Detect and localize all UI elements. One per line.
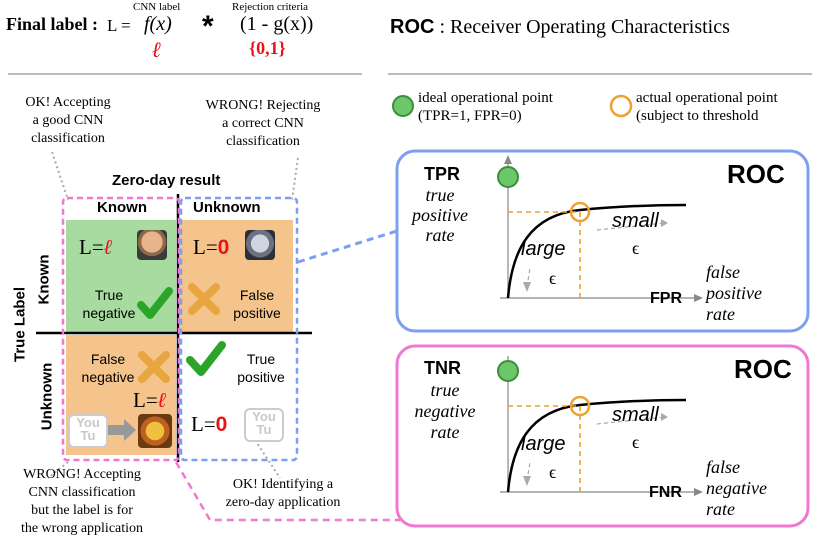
callout-ok-accept <box>51 151 69 201</box>
zero-day-heading: Zero-day result <box>112 172 221 189</box>
roc-top-eps-small: ϵ <box>632 238 640 258</box>
roc-top-eps-large: ϵ <box>549 268 557 288</box>
unknown-column-box <box>179 196 299 462</box>
roc-bottom-x-abbr: FNR <box>649 484 682 501</box>
roc-bottom-panel <box>395 344 810 528</box>
roc-top-title: ROC <box>727 159 785 189</box>
roc-bottom-small: small <box>612 404 659 426</box>
formula-set: {0,1} <box>249 38 286 58</box>
connector-to-roc-bottom <box>174 461 400 522</box>
known-app-face-fp <box>245 230 275 260</box>
formula-fx: f(x) <box>144 13 172 35</box>
roc-top-y-abbr: TPR <box>424 164 460 184</box>
row-unknown: Unknown <box>38 362 56 431</box>
connector-to-roc-top <box>297 228 401 264</box>
formula-gx: (1 - g(x)) <box>240 13 314 35</box>
roc-top-small: small <box>612 210 659 232</box>
note-ok-identifying: OK! Identifying a zero-day application <box>225 477 341 510</box>
roc-bottom-x-full: false negative rate <box>706 457 767 519</box>
tn-text: True negative <box>82 287 136 321</box>
legend-ideal-text: ideal operational point (TPR=1, FPR=0) <box>418 90 553 124</box>
roc-top-panel <box>395 149 810 333</box>
fp-label: L=0 <box>193 235 230 259</box>
callout-wrong-reject <box>291 157 299 201</box>
cross-icon-false-positive <box>188 283 220 315</box>
unknown-app-logo-tp: You Tu <box>244 408 284 442</box>
roc-bottom-title: ROC <box>734 354 792 384</box>
tn-label: L=ℓ <box>79 235 113 259</box>
roc-top-x-full: false positive rate <box>706 262 762 324</box>
arrow-icon <box>104 419 136 441</box>
rejection-caption: Rejection criteria <box>232 1 309 13</box>
formula-lhs: L = <box>107 16 131 35</box>
check-icon-true-negative <box>137 287 173 319</box>
roc-bottom-large: large <box>521 433 566 455</box>
fn-label: L=ℓ <box>133 388 167 412</box>
unknown-app-logo-fn: You Tu <box>68 414 108 448</box>
column-known: Known <box>97 199 147 216</box>
column-unknown: Unknown <box>193 199 261 216</box>
note-wrong-accepting: WRONG! Accepting CNN classification but … <box>20 467 144 536</box>
fn-text: False negative <box>81 351 135 385</box>
legend-actual-text: actual operational point (subject to thr… <box>636 90 778 124</box>
misclassified-app-face <box>138 414 172 448</box>
legend-actual-marker <box>609 94 633 118</box>
roc-bottom-chart <box>497 356 703 496</box>
tp-label: L=0 <box>191 412 228 436</box>
legend-ideal-marker <box>392 95 414 117</box>
known-app-face-tn <box>137 230 167 260</box>
roc-heading-full: : Receiver Operating Characteristics <box>439 16 730 38</box>
note-ok-accepting: OK! Accepting a good CNN classification <box>25 95 111 146</box>
cnn-label-caption: CNN label <box>133 1 181 13</box>
cross-icon-false-negative <box>138 351 170 383</box>
formula-ell: ℓ <box>152 37 162 62</box>
roc-bottom-eps-large: ϵ <box>549 462 557 482</box>
roc-heading: ROC : Receiver Operating Characteristics <box>390 16 730 39</box>
roc-top-y-full: true positive rate <box>412 185 468 245</box>
roc-top-chart <box>497 155 703 302</box>
check-icon-true-positive <box>186 341 226 376</box>
roc-top-large: large <box>521 238 566 260</box>
row-known: Known <box>35 254 53 305</box>
tp-text: True positive <box>237 351 285 385</box>
roc-bottom-y-abbr: TNR <box>424 358 461 378</box>
true-label-axis: True Label <box>11 286 29 363</box>
roc-bottom-y-full: true negative rate <box>414 380 476 442</box>
formula-star: * <box>202 10 214 43</box>
note-wrong-rejecting: WRONG! Rejecting a correct CNN classific… <box>205 98 321 149</box>
final-label-heading: Final label : <box>6 14 99 34</box>
roc-heading-abbr: ROC <box>390 16 435 38</box>
known-column-box <box>61 196 181 462</box>
roc-top-x-abbr: FPR <box>650 290 682 307</box>
callout-wrong-accept <box>47 461 69 479</box>
roc-bottom-eps-small: ϵ <box>632 432 640 452</box>
fp-text: False positive <box>233 287 281 321</box>
